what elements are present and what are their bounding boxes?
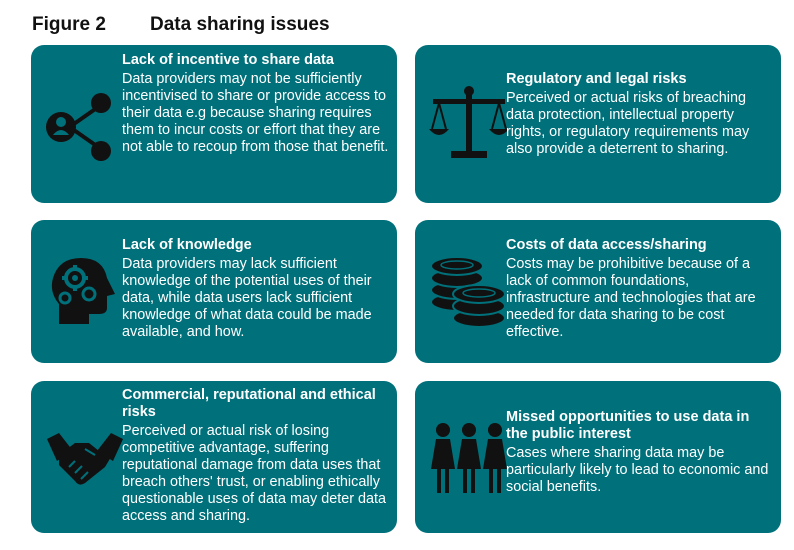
card-regulatory-legal-risks: Regulatory and legal risks Perceived or … — [415, 45, 781, 203]
figure-number: Figure 2 — [32, 14, 106, 35]
card-commercial-reputational-risks: Commercial, reputational and ethical ris… — [31, 381, 397, 533]
card-body: Costs may be prohibitive because of a la… — [506, 256, 756, 341]
card-body: Cases where sharing data may be particul… — [506, 445, 769, 496]
card-title: Lack of knowledge — [122, 237, 252, 253]
card-title: Missed opportunities to use data in the … — [506, 409, 750, 442]
coins-icon — [430, 256, 506, 328]
handshake-icon — [47, 433, 123, 485]
card-title: Commercial, reputational and ethical ris… — [122, 387, 376, 420]
card-title: Lack of incentive to share data — [122, 52, 334, 68]
people-group-icon — [431, 423, 507, 493]
card-body: Perceived or actual risk of losing compe… — [122, 423, 387, 525]
card-lack-of-incentive: Lack of incentive to share data Data pro… — [31, 45, 397, 203]
card-title: Regulatory and legal risks — [506, 71, 687, 87]
figure-heading: Data sharing issues — [150, 14, 330, 35]
card-body: Data providers may not be sufficiently i… — [122, 71, 389, 156]
card-body: Perceived or actual risks of breaching d… — [506, 90, 750, 158]
figure-title: Figure 2 Data sharing issues — [32, 14, 330, 36]
share-network-icon — [46, 93, 111, 161]
card-lack-of-knowledge: Lack of knowledge Data providers may lac… — [31, 220, 397, 363]
card-body: Data providers may lack sufficient knowl… — [122, 256, 372, 341]
card-missed-opportunities: Missed opportunities to use data in the … — [415, 381, 781, 533]
card-costs-data-access: Costs of data access/sharing Costs may b… — [415, 220, 781, 363]
scales-icon — [429, 86, 509, 158]
card-title: Costs of data access/sharing — [506, 237, 707, 253]
head-gears-icon — [51, 258, 115, 324]
